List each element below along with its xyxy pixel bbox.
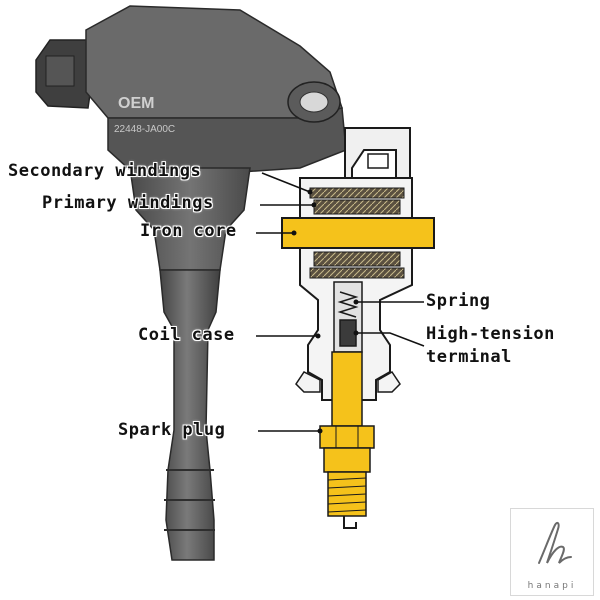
mounting-hole [299, 91, 329, 113]
leader-dot [291, 230, 297, 236]
spark-plug-body [323, 447, 371, 473]
label-spring: Spring [426, 291, 491, 311]
coil-neck [129, 167, 251, 271]
leader-dot [311, 202, 317, 208]
coil-head-top [85, 5, 343, 119]
leader-secondary-windings [261, 172, 311, 193]
primary-windings-upper [313, 199, 401, 215]
part-number: 22448-JA00C [114, 124, 175, 135]
watermark-logo: hanapi [510, 508, 594, 596]
coil-case-flare [295, 371, 401, 393]
secondary-windings-upper [309, 187, 405, 199]
watermark-text: hanapi [527, 581, 577, 591]
spring [337, 291, 359, 318]
secondary-windings-lower [309, 267, 405, 279]
thread-lines [327, 477, 367, 513]
label-coil-case: Coil case [138, 325, 235, 345]
leader-dot [307, 189, 313, 195]
brand-marking: OEM [118, 95, 154, 112]
label-primary-windings: Primary windings [42, 193, 214, 213]
leader-high-tension-terminal [356, 332, 425, 347]
label-iron-core: Iron core [140, 221, 237, 241]
watermark-signature-icon [538, 521, 572, 564]
ignition-coil-photo: OEM 22448-JA00C [35, 5, 347, 561]
label-high-tension-terminal-line2: terminal [426, 347, 512, 367]
spark-plug-insulator [331, 351, 363, 427]
iron-core [281, 217, 435, 249]
leader-dot [315, 333, 321, 339]
leader-dot [353, 330, 359, 336]
leader-dot [353, 299, 359, 305]
leader-dot [317, 428, 323, 434]
connector-pin [367, 153, 389, 169]
connector-latch [45, 55, 75, 87]
coil-boot [159, 269, 221, 561]
label-high-tension-terminal-line1: High-tension [426, 324, 555, 344]
coil-cross-section [281, 127, 435, 529]
label-spark-plug: Spark plug [118, 420, 226, 440]
leader-dots [291, 189, 359, 434]
section-housing-top [344, 127, 411, 179]
spark-plug-hex [319, 425, 375, 449]
primary-windings-lower [313, 251, 401, 267]
spark-plug-electrode [343, 516, 357, 529]
spark-plug-thread [327, 471, 367, 517]
label-secondary-windings: Secondary windings [8, 161, 202, 181]
leader-lines [256, 172, 425, 432]
